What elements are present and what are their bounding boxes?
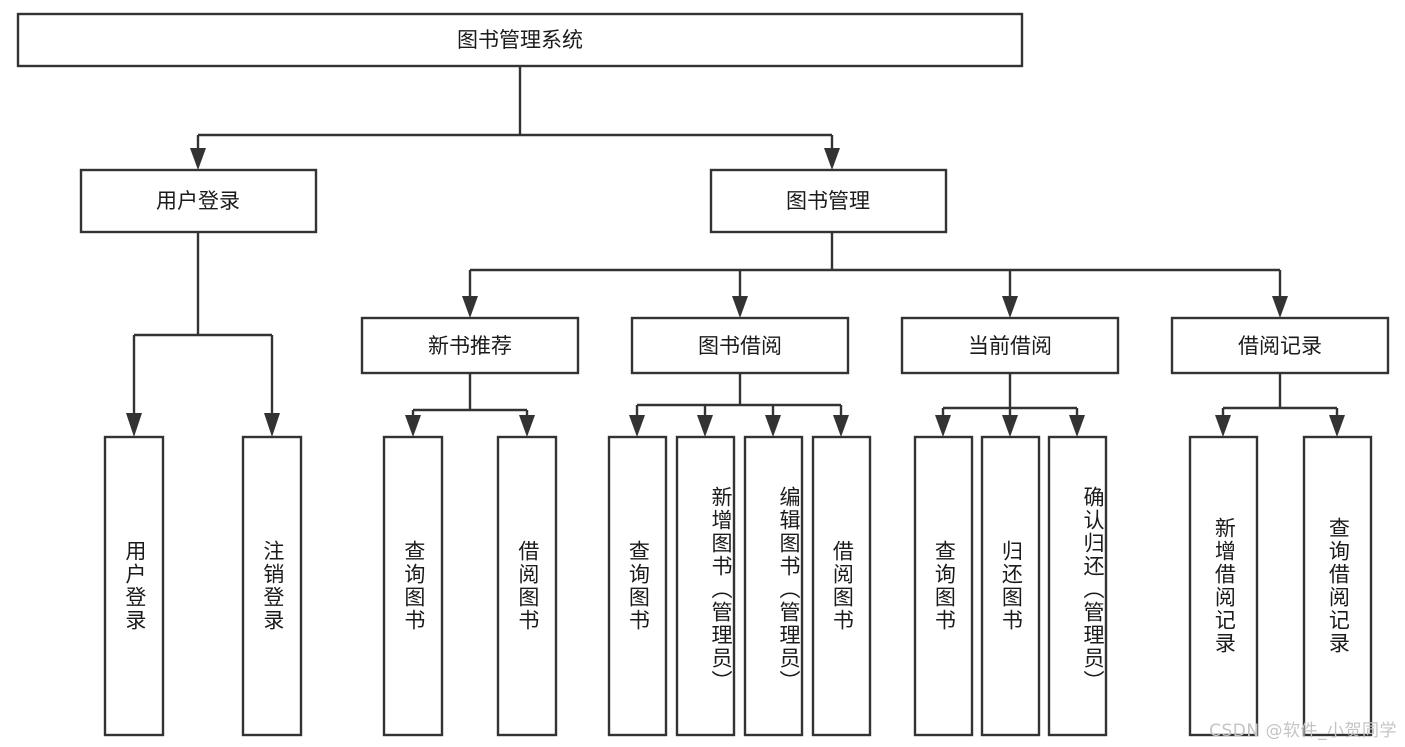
node-new-book-recommend[interactable] <box>360 316 580 375</box>
leaf-logout[interactable] <box>241 435 303 737</box>
leaf-borrow-add-book-admin[interactable] <box>675 435 736 737</box>
arrowhead-borrow-leaf-2 <box>697 415 713 437</box>
node-borrow-record[interactable] <box>1170 316 1390 375</box>
leaf-borrow-borrow-book[interactable] <box>811 435 872 737</box>
node-book-borrow[interactable] <box>630 316 850 375</box>
node-book-management[interactable] <box>709 168 948 234</box>
leaf-borrow-query-book[interactable] <box>607 435 668 737</box>
leaf-borrow-edit-book-admin[interactable] <box>743 435 804 737</box>
arrowhead-leaf-logout <box>264 413 280 437</box>
node-book-borrow-label: 图书借阅 <box>698 334 782 358</box>
arrowhead-current-leaf-3 <box>1069 415 1085 437</box>
arrowhead-user-login <box>190 148 206 170</box>
connector-layer <box>126 66 1345 437</box>
arrowhead-borrow-leaf-1 <box>629 415 645 437</box>
leaf-user-login[interactable] <box>103 435 165 737</box>
arrowhead-new-book-rec <box>462 296 478 318</box>
node-user-login-label: 用户登录 <box>156 189 240 213</box>
arrowhead-record-leaf-2 <box>1329 415 1345 437</box>
leaf-record-query-borrow-record[interactable] <box>1302 435 1373 737</box>
node-new-book-recommend-label: 新书推荐 <box>428 334 512 358</box>
node-user-login[interactable] <box>79 168 318 234</box>
arrowhead-current-leaf-1 <box>935 415 951 437</box>
arrowhead-current-leaf-2 <box>1002 415 1018 437</box>
node-borrow-record-label: 借阅记录 <box>1238 334 1322 358</box>
arrowhead-borrow-record <box>1272 296 1288 318</box>
leaf-record-add-borrow-record[interactable] <box>1188 435 1259 737</box>
leaf-newbook-borrow-book[interactable] <box>496 435 558 737</box>
node-current-borrow[interactable] <box>900 316 1120 375</box>
arrowhead-record-leaf-1 <box>1215 415 1231 437</box>
arrowhead-newbook-leaf-1 <box>405 415 421 437</box>
node-book-management-label: 图书管理 <box>786 189 870 213</box>
leaf-newbook-query-book[interactable] <box>382 435 444 737</box>
arrowhead-current-borrow <box>1002 296 1018 318</box>
csdn-watermark: CSDN @软件_小贺同学 <box>1209 721 1397 741</box>
leaf-current-query-book[interactable] <box>913 435 974 737</box>
arrowhead-book-mgmt <box>824 148 840 170</box>
node-current-borrow-label: 当前借阅 <box>968 334 1052 358</box>
node-layer: 图书管理系统 用户登录 图书管理 新书推荐 图书借阅 当前借阅 借阅记录 <box>16 12 1390 737</box>
node-root-book-management-system[interactable] <box>16 12 1024 68</box>
arrowhead-borrow-leaf-3 <box>765 415 781 437</box>
arrowhead-borrow-leaf-4 <box>833 415 849 437</box>
arrowhead-newbook-leaf-2 <box>519 415 535 437</box>
arrowhead-book-borrow <box>732 296 748 318</box>
node-root-label: 图书管理系统 <box>457 28 583 52</box>
leaf-current-confirm-return-admin[interactable] <box>1047 435 1108 737</box>
arrowhead-leaf-user-login <box>126 413 142 437</box>
leaf-current-return-book[interactable] <box>980 435 1041 737</box>
